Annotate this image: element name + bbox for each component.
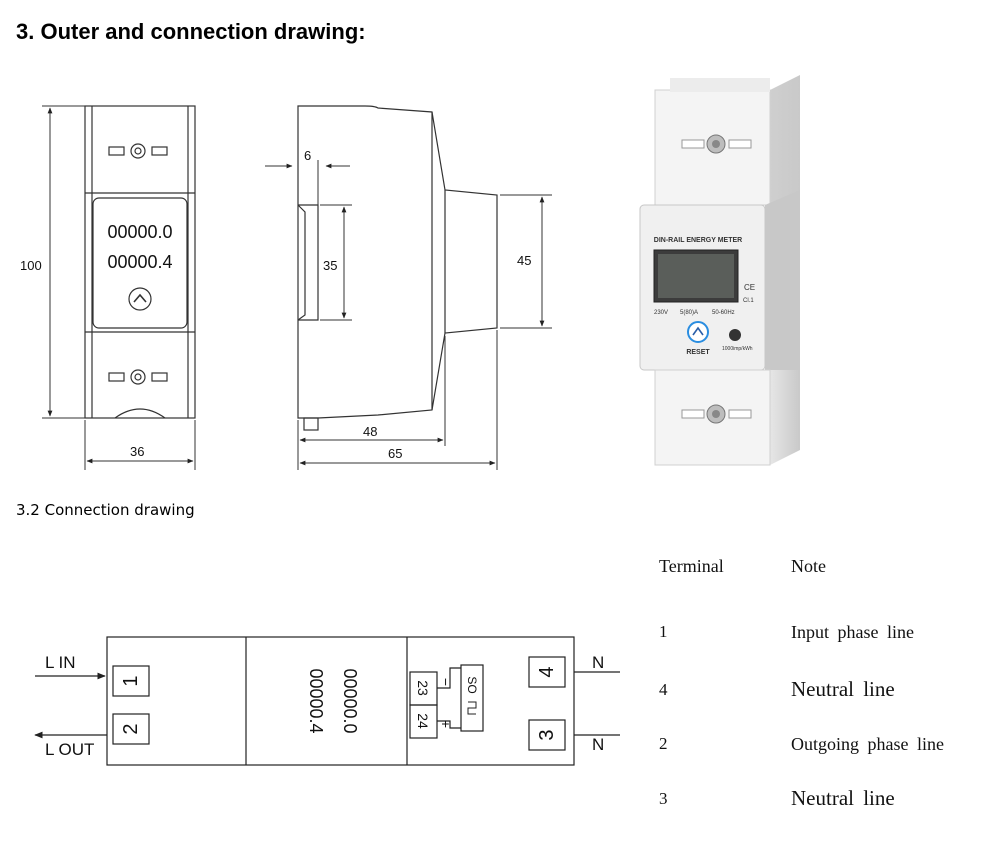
- label-l-out: L OUT: [45, 740, 94, 759]
- terminal-4: 4: [536, 666, 558, 677]
- photo-class: Cl.1: [743, 298, 754, 304]
- terminal-24: 24: [415, 713, 431, 729]
- photo-impulse: 1000imp/kWh: [722, 346, 753, 352]
- so-label: SO: [465, 676, 479, 693]
- dim-6: 6: [304, 148, 311, 163]
- front-display-line1: 00000.0: [107, 222, 172, 242]
- so-minus: −: [438, 678, 454, 686]
- row-terminal: 3: [659, 789, 668, 808]
- front-dimensions: [42, 105, 196, 470]
- row-note: Input phase line: [791, 622, 914, 642]
- table-row: 2 Outgoing phase line: [659, 734, 994, 764]
- photo-voltage: 230V: [654, 310, 668, 316]
- terminal-1: 1: [120, 675, 142, 686]
- table-row: 1 Input phase line: [659, 622, 994, 652]
- terminal-23: 23: [415, 680, 431, 696]
- connection-display-a: 00000.0: [340, 668, 360, 733]
- front-display-line2: 00000.4: [107, 252, 172, 272]
- label-n-bottom: N: [592, 735, 604, 754]
- photo-label-top: DIN-RAIL ENERGY METER: [654, 237, 742, 244]
- photo-current: 5(80)A: [680, 310, 698, 316]
- photo-freq: 50-60Hz: [712, 310, 735, 316]
- connection-drawing: L IN L OUT N N 1 2 4 3 23 24 − + SO 0000…: [34, 636, 620, 766]
- pulse-icon: [467, 701, 477, 715]
- meter-photo: DIN-RAIL ENERGY METER CE Cl.1 230V 5(80)…: [639, 75, 800, 466]
- connection-subheading: 3.2 Connection drawing: [16, 501, 195, 519]
- label-n-top: N: [592, 653, 604, 672]
- terminal-3: 3: [536, 729, 558, 740]
- terminal-2: 2: [120, 723, 142, 734]
- table-row: 3 Neutral line: [659, 786, 994, 816]
- front-view: [84, 105, 196, 419]
- row-note: Outgoing phase line: [791, 734, 944, 754]
- photo-ce-mark: CE: [744, 283, 755, 292]
- photo-led: [729, 329, 741, 341]
- label-l-in: L IN: [45, 653, 76, 672]
- side-dimensions: [265, 160, 552, 470]
- dim-45: 45: [517, 253, 531, 268]
- photo-reset-button: [687, 321, 709, 343]
- row-terminal: 2: [659, 734, 668, 753]
- row-terminal: 1: [659, 622, 668, 641]
- dim-35: 35: [323, 258, 337, 273]
- photo-reset-label: RESET: [686, 349, 710, 356]
- so-plus: +: [438, 720, 454, 728]
- row-note: Neutral line: [791, 677, 895, 701]
- row-note: Neutral line: [791, 786, 895, 810]
- section-heading: 3. Outer and connection drawing:: [16, 19, 366, 44]
- dim-100: 100: [20, 258, 42, 273]
- outer-drawing: 00000.0 00000.4 100 36 6 35: [20, 105, 552, 470]
- header-note: Note: [791, 556, 826, 576]
- dim-48: 48: [363, 424, 377, 439]
- connection-display-b: 00000.4: [306, 668, 326, 733]
- header-terminal: Terminal: [659, 556, 724, 576]
- dim-36: 36: [130, 444, 144, 459]
- row-terminal: 4: [659, 680, 668, 699]
- table-row: 4 Neutral line: [659, 677, 994, 707]
- side-view: [297, 105, 498, 431]
- dim-65: 65: [388, 446, 402, 461]
